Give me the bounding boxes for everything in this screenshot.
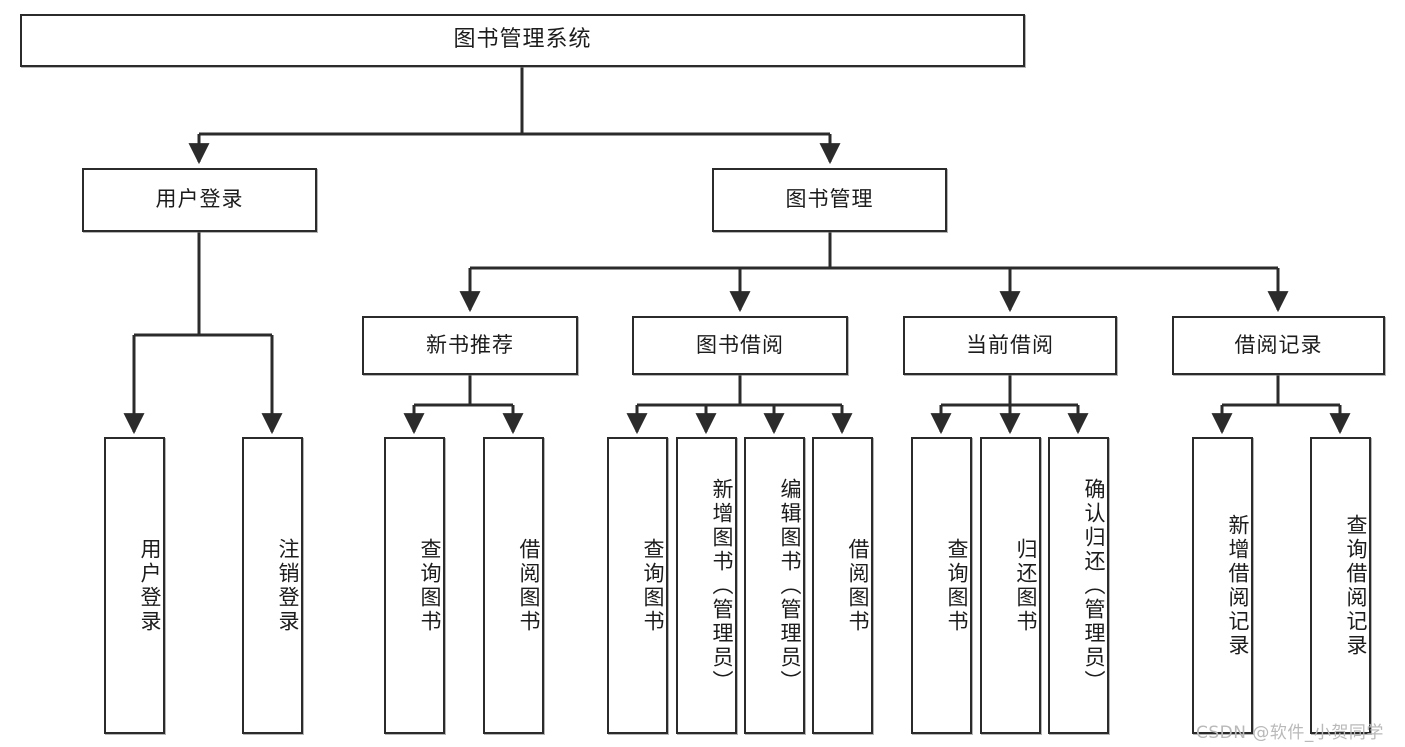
- node-user-login[interactable]: 用户登录: [82, 168, 317, 232]
- leaf-new-book-query-books[interactable]: 查询图书: [384, 437, 445, 734]
- node-label: 图书管理: [785, 187, 874, 212]
- node-label: 当前借阅: [966, 332, 1054, 357]
- node-new-book-recommend[interactable]: 新书推荐: [362, 316, 578, 375]
- node-book-management[interactable]: 图书管理: [712, 168, 947, 232]
- leaf-book-borrow-borrow-books[interactable]: 借阅图书: [812, 437, 873, 734]
- node-label: 图书管理系统: [453, 27, 592, 53]
- leaf-current-borrow-return-books[interactable]: 归还图书: [980, 437, 1041, 734]
- leaf-book-borrow-edit-book-admin[interactable]: 编辑图书（管理员）: [744, 437, 805, 734]
- node-label: 查询借阅记录: [1344, 513, 1368, 658]
- node-label: 新增图书（管理员）: [710, 477, 734, 694]
- node-label: 查询图书: [945, 537, 969, 634]
- node-book-borrow[interactable]: 图书借阅: [632, 316, 848, 375]
- leaf-book-borrow-add-book-admin[interactable]: 新增图书（管理员）: [676, 437, 737, 734]
- node-label: 归还图书: [1014, 537, 1038, 634]
- leaf-user-login-sign-in[interactable]: 用户登录: [104, 437, 165, 734]
- node-label: 借阅图书: [846, 537, 870, 634]
- leaf-borrow-record-query-record[interactable]: 查询借阅记录: [1310, 437, 1371, 734]
- node-label: 新增借阅记录: [1226, 513, 1250, 658]
- node-label: 用户登录: [138, 537, 162, 634]
- node-label: 新书推荐: [426, 332, 514, 357]
- node-label: 借阅图书: [517, 537, 541, 634]
- node-borrow-record[interactable]: 借阅记录: [1172, 316, 1385, 375]
- node-label: 查询图书: [418, 537, 442, 634]
- node-current-borrow[interactable]: 当前借阅: [903, 316, 1117, 375]
- node-label: 借阅记录: [1234, 332, 1323, 357]
- node-label: 编辑图书（管理员）: [778, 477, 802, 694]
- csdn-watermark: CSDN @软件_小贺同学: [1196, 718, 1384, 743]
- leaf-user-login-sign-out[interactable]: 注销登录: [242, 437, 303, 734]
- leaf-new-book-borrow-books[interactable]: 借阅图书: [483, 437, 544, 734]
- watermark-text: CSDN @软件_小贺同学: [1196, 723, 1384, 743]
- node-label: 注销登录: [276, 537, 300, 634]
- leaf-current-borrow-query-books[interactable]: 查询图书: [911, 437, 972, 734]
- node-label: 图书借阅: [696, 332, 784, 357]
- node-root-book-management-system[interactable]: 图书管理系统: [20, 14, 1025, 67]
- leaf-current-borrow-confirm-return-admin[interactable]: 确认归还（管理员）: [1048, 437, 1109, 734]
- leaf-book-borrow-query-books[interactable]: 查询图书: [607, 437, 668, 734]
- node-label: 用户登录: [155, 187, 244, 212]
- leaf-borrow-record-add-record[interactable]: 新增借阅记录: [1192, 437, 1253, 734]
- node-label: 查询图书: [641, 537, 665, 634]
- node-label: 确认归还（管理员）: [1082, 477, 1106, 694]
